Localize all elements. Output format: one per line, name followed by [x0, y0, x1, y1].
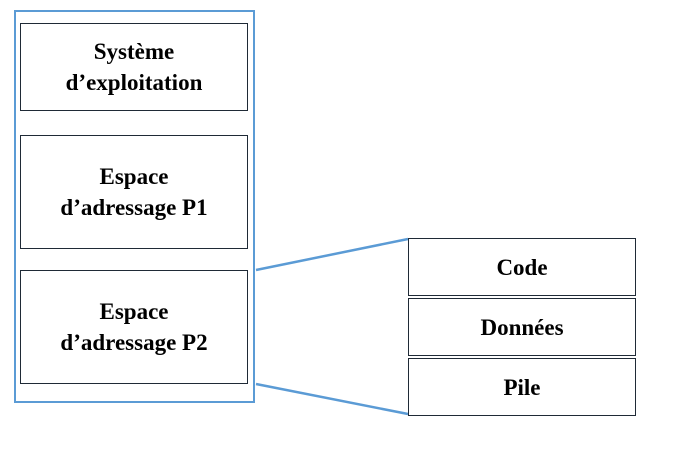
- block-code-label: Code: [496, 254, 548, 280]
- block-code: Code: [408, 238, 636, 296]
- block-stack-label: Pile: [503, 374, 541, 400]
- segment-p1-line-2: d’adressage P1: [60, 195, 208, 220]
- segment-address-space-p2: Espace d’adressage P2: [20, 270, 248, 384]
- segment-p2-line-2: d’adressage P2: [60, 330, 208, 355]
- block-stack: Pile: [408, 358, 636, 416]
- segment-p2-line-1: Espace: [99, 299, 169, 324]
- segment-os-line-1: Système: [93, 39, 175, 64]
- segment-operating-system: Système d’exploitation: [20, 23, 248, 111]
- block-data-label: Données: [480, 314, 564, 340]
- memory-frame: [14, 10, 255, 403]
- segment-p1-line-1: Espace: [99, 164, 169, 189]
- segment-os-line-2: d’exploitation: [65, 70, 203, 95]
- block-data: Données: [408, 298, 636, 356]
- connector-line-top: [255, 237, 409, 272]
- segment-address-space-p1: Espace d’adressage P1: [20, 135, 248, 249]
- connector-line-bottom: [255, 382, 409, 416]
